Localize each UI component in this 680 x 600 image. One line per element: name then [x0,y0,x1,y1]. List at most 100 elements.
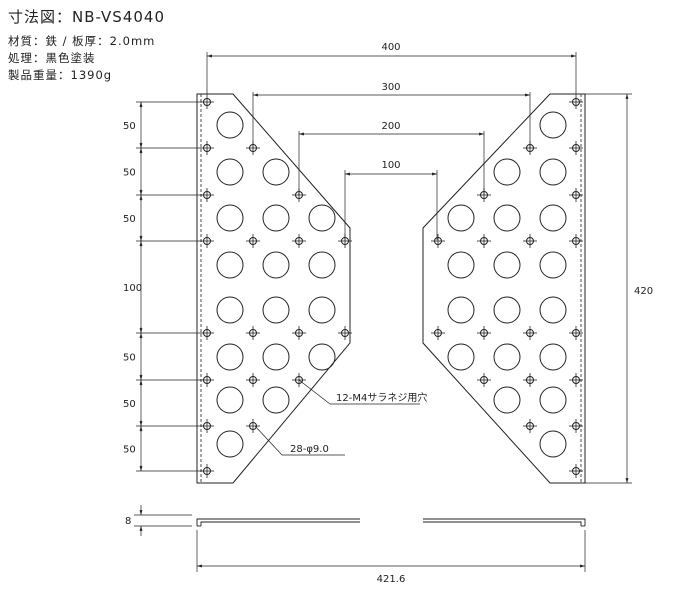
large-round-hole [216,343,244,371]
left-plate-outline [196,93,351,484]
mount-hole-marker [569,141,583,155]
mount-hole-marker [200,464,214,478]
mount-hole-marker [523,234,537,248]
mount-hole-marker [200,326,214,340]
mount-hole-marker [569,419,583,433]
large-round-hole [539,343,567,371]
large-round-hole [262,158,290,186]
large-round-hole [539,296,567,324]
mount-hole-marker [569,95,583,109]
mount-hole-marker [569,326,583,340]
dim-8-label: 8 [125,516,131,527]
large-round-hole [539,386,567,414]
large-round-hole [262,386,290,414]
large-round-hole [262,343,290,371]
large-round-hole [493,158,521,186]
tap-hole-leader: 12-M4サラネジ用穴 [298,379,427,405]
large-round-hole [539,430,567,458]
round-hole-leader: 28-φ9.0 [254,425,345,456]
dim-400: 400 [206,42,577,95]
mount-hole-marker [338,326,352,340]
large-round-hole [447,296,475,324]
dim-left-label: 50 [123,445,136,456]
tap-hole-note: 12-M4サラネジ用穴 [336,391,427,404]
large-round-hole [539,204,567,232]
large-round-hole [493,204,521,232]
dim-left-label: 50 [123,353,136,364]
weight-spec: 製品重量：1390g [8,68,113,82]
large-round-hole [493,296,521,324]
large-round-hole [447,204,475,232]
dim-420: 420 [585,93,653,484]
mount-hole-marker [200,188,214,202]
large-round-hole [216,386,244,414]
large-round-hole [262,204,290,232]
mount-hole-marker [200,234,214,248]
dim-421-6: 421.6 [196,530,586,585]
mount-hole-marker [200,373,214,387]
mount-hole-marker [523,419,537,433]
mount-hole-marker [569,373,583,387]
mount-hole-marker [569,464,583,478]
mount-hole-marker [292,326,306,340]
dim-100: 100 [344,160,438,240]
side-profile [196,518,586,527]
large-round-hole [262,296,290,324]
mount-hole-marker [431,234,445,248]
large-round-hole [447,343,475,371]
mount-hole-marker [431,326,445,340]
large-round-hole [216,158,244,186]
large-round-hole [308,251,336,279]
mount-hole-marker [246,326,260,340]
drawing-title: 寸法図：NB-VS4040 [8,8,166,26]
large-round-hole [308,296,336,324]
large-round-hole [216,111,244,139]
large-round-hole [216,296,244,324]
large-round-hole [539,111,567,139]
mount-hole-marker [477,373,491,387]
dim-left-chain: 50 50 50 100 50 50 50 [123,101,202,472]
large-round-hole [447,251,475,279]
mount-hole-marker [246,419,260,433]
mount-hole-marker [200,419,214,433]
dim-left-label: 50 [123,168,136,179]
large-round-hole [216,204,244,232]
mount-hole-marker [569,188,583,202]
large-round-hole [216,251,244,279]
mount-hole-marker [200,95,214,109]
mount-hole-marker [246,234,260,248]
dim-100-label: 100 [381,160,400,171]
dim-421-6-label: 421.6 [377,574,406,585]
material-spec: 材質：鉄 / 板厚：2.0mm [8,34,156,48]
mount-hole-marker [477,326,491,340]
large-round-hole [308,343,336,371]
dim-420-label: 420 [634,286,653,297]
large-round-hole [262,251,290,279]
mount-hole-marker [246,373,260,387]
dim-left-label: 50 [123,214,136,225]
large-round-hole [539,158,567,186]
mount-hole-marker [569,234,583,248]
large-round-hole [539,251,567,279]
holes-layer [200,95,583,478]
dim-left-label: 100 [123,283,142,294]
mount-hole-marker [523,373,537,387]
dim-200: 200 [298,121,485,195]
right-plate-outline [422,93,586,484]
finish-spec: 処理：黒色塗装 [8,51,96,65]
mount-hole-marker [200,141,214,155]
dim-400-label: 400 [381,42,400,53]
large-round-hole [216,430,244,458]
large-round-hole [308,204,336,232]
mount-hole-marker [292,234,306,248]
mount-hole-marker [523,326,537,340]
dim-300: 300 [252,82,531,148]
dim-300-label: 300 [381,82,400,93]
dim-left-label: 50 [123,121,136,132]
mount-hole-marker [477,234,491,248]
dim-200-label: 200 [381,121,400,132]
header: 寸法図：NB-VS4040 材質：鉄 / 板厚：2.0mm 処理：黒色塗装 製品… [8,6,165,84]
dim-left-label: 50 [123,399,136,410]
large-round-hole [493,343,521,371]
